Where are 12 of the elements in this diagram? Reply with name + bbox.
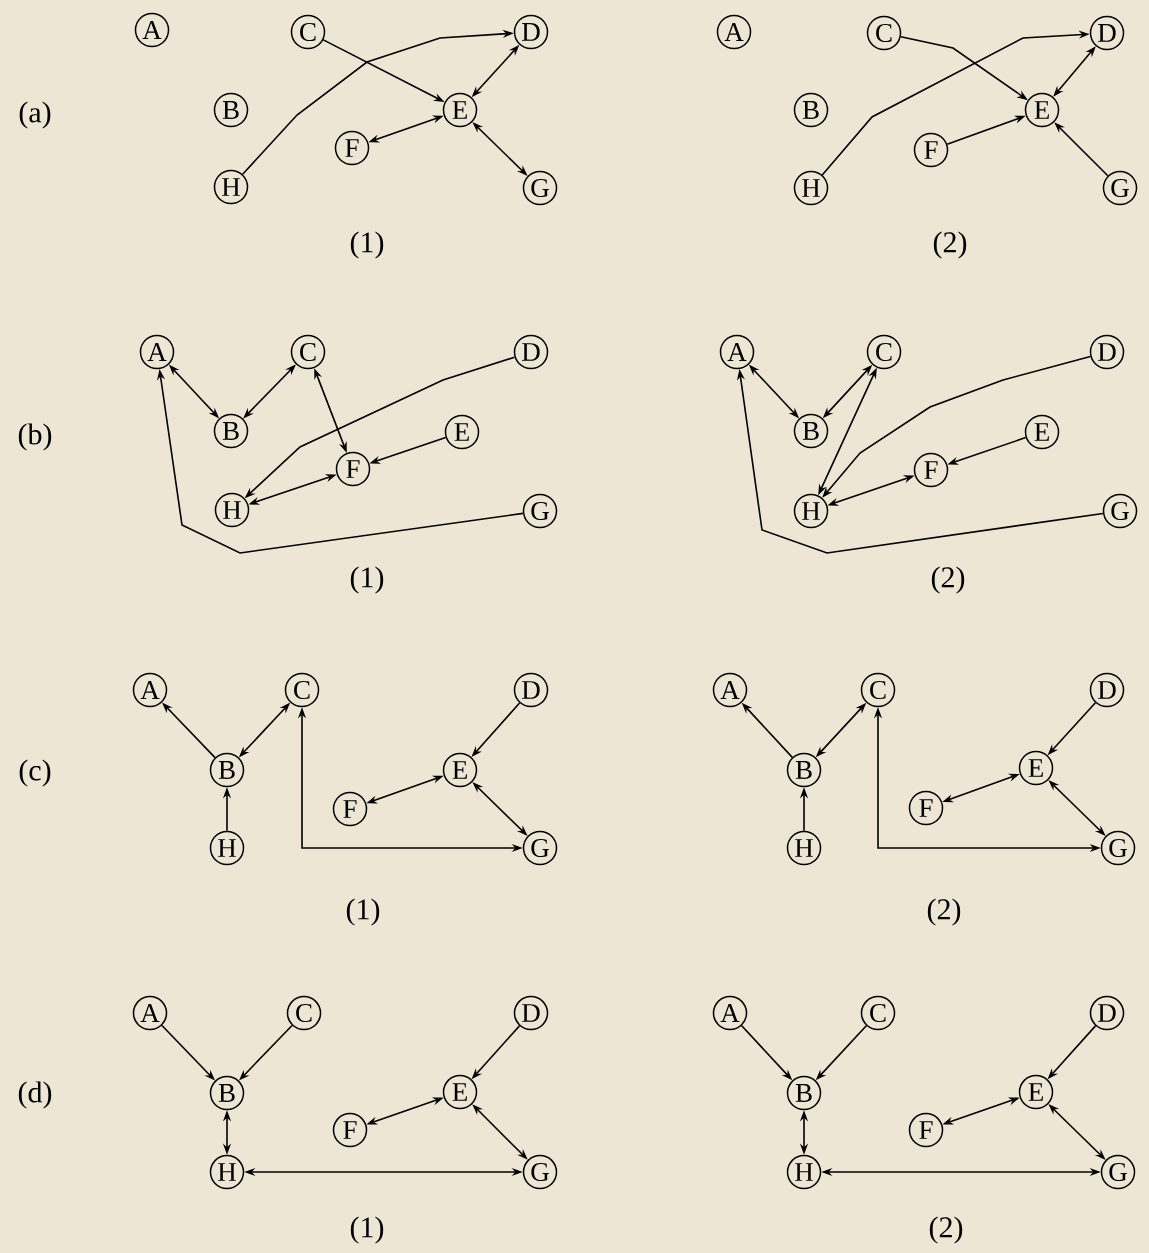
panel-label: (c)	[19, 759, 51, 787]
subfigure-label: (1)	[350, 566, 384, 594]
subfigure-label: (2)	[927, 898, 961, 926]
panel-label: (b)	[18, 423, 52, 451]
panel-label: (d)	[18, 1081, 52, 1109]
panel-label: (a)	[19, 101, 51, 129]
subfigure-label: (2)	[933, 231, 967, 259]
subfigure-label: (1)	[350, 1216, 384, 1244]
subfigure-label: (2)	[931, 566, 965, 594]
subfigure-label: (1)	[350, 231, 384, 259]
subfigure-label: (1)	[346, 898, 380, 926]
subfigure-label: (2)	[929, 1216, 963, 1244]
